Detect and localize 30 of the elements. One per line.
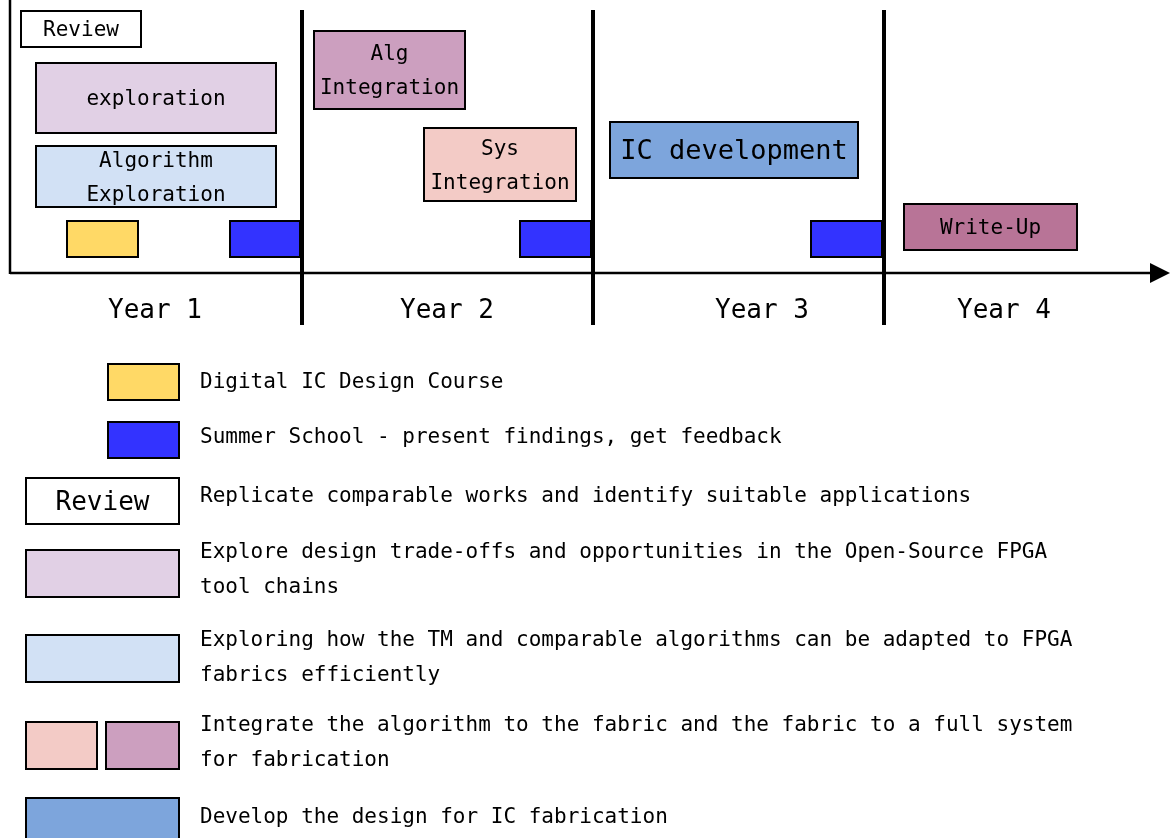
legend-text: Exploring how the TM and comparable algorithms can be adapted to FPGA fabrics efficiently xyxy=(200,626,1074,688)
milestone-bar xyxy=(810,220,883,258)
task-box xyxy=(20,10,142,48)
task-box xyxy=(609,121,859,179)
task-box xyxy=(35,145,277,208)
milestone-bar xyxy=(229,220,301,258)
task-box xyxy=(313,30,466,110)
legend-sample-label: Review xyxy=(55,486,150,516)
task-label: Algorithm Exploration xyxy=(85,146,227,208)
task-box xyxy=(35,62,277,134)
task-label: Review xyxy=(43,16,119,43)
task-label: exploration xyxy=(86,85,226,112)
legend-text: Summer School - present findings, get feedback xyxy=(200,423,783,450)
legend-text: Digital IC Design Course xyxy=(200,368,505,395)
legend-text: Replicate comparable works and identify suitable applications xyxy=(200,482,973,509)
year-label: Year 4 xyxy=(957,294,1051,324)
milestone-bar xyxy=(519,220,592,258)
legend-text: Integrate the algorithm to the fabric and the fabric to a full system for fabrication xyxy=(200,711,1074,773)
task-label: IC development xyxy=(620,133,848,167)
year-label: Year 2 xyxy=(400,294,494,324)
task-label: Write-Up xyxy=(939,214,1042,241)
task-label: Sys Integration xyxy=(429,134,571,196)
year-label: Year 1 xyxy=(108,294,202,324)
year-label: Year 3 xyxy=(715,294,809,324)
legend-text: Develop the design for IC fabrication xyxy=(200,803,669,830)
milestone-bar xyxy=(66,220,139,258)
task-label: Alg Integration xyxy=(318,40,461,101)
task-box xyxy=(423,127,577,202)
legend-text: Explore design trade-offs and opportunities in the Open-Source FPGA tool chains xyxy=(200,538,1049,600)
task-box xyxy=(903,203,1078,251)
